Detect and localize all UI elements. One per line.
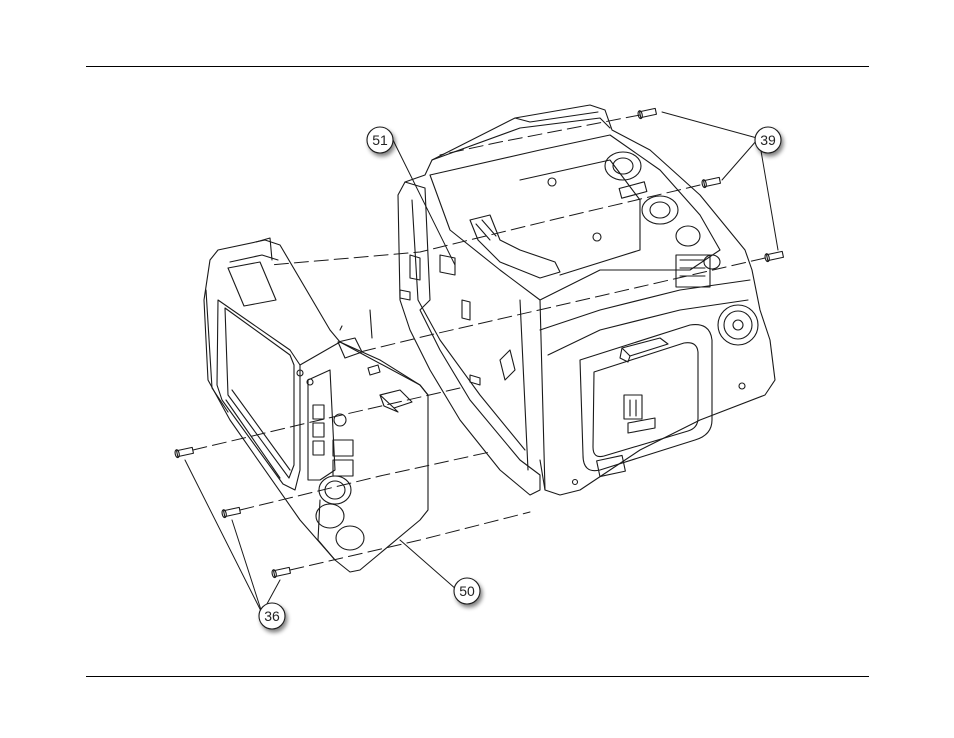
callout-39-label: 39 — [760, 132, 776, 148]
callout-51-label: 51 — [372, 132, 388, 148]
callout-36-label: 36 — [264, 608, 280, 624]
front-housing — [204, 238, 428, 572]
small-parts — [340, 310, 380, 375]
callout-36: 36 — [259, 603, 285, 629]
callout-39: 39 — [755, 127, 781, 153]
callout-50-label: 50 — [459, 583, 475, 599]
rear-housing — [398, 105, 775, 495]
screws-36 — [174, 446, 290, 578]
callout-50: 50 — [454, 578, 480, 604]
callout-51: 51 — [367, 127, 393, 153]
